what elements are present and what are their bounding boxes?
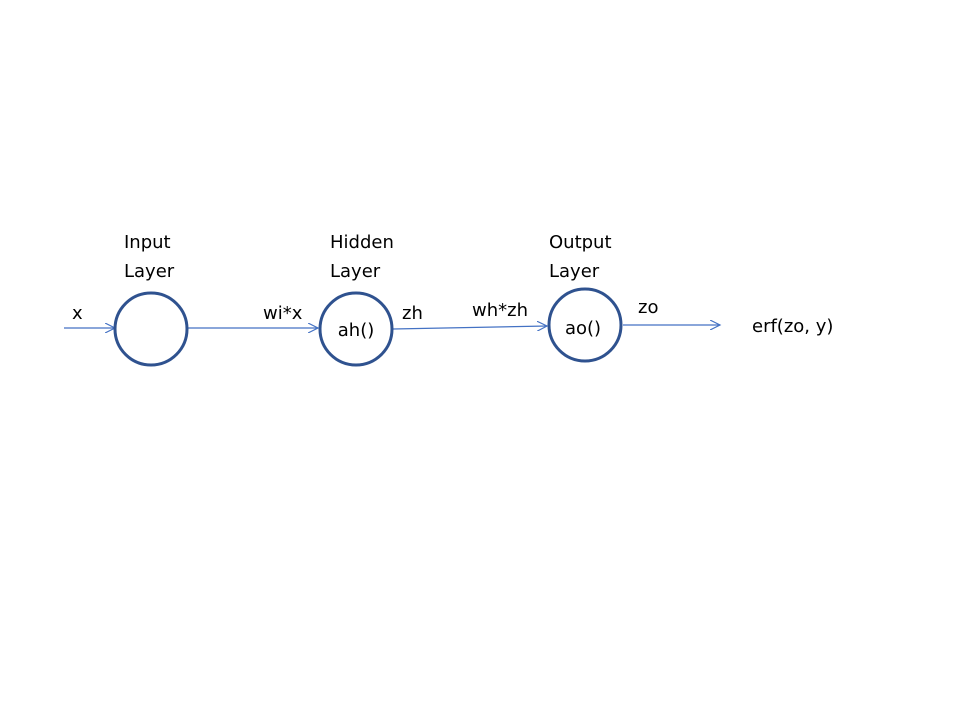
hidden-layer-title-line1: Hidden (330, 232, 394, 253)
output-out-label: zo (638, 297, 659, 318)
input-to-hidden-label: wi*x (263, 303, 303, 324)
input-node (113, 291, 189, 367)
input-layer-title-line1: Input (124, 232, 171, 253)
output-node (547, 287, 623, 363)
input-layer-title-line2: Layer (124, 261, 175, 282)
hidden-layer-title-line2: Layer (330, 261, 381, 282)
hidden-node-label: ah() (337, 320, 375, 341)
error-function-label: erf(zo, y) (752, 316, 834, 337)
output-node-label: ao() (564, 318, 602, 339)
hidden-node (318, 291, 394, 367)
output-layer-title-line2: Layer (549, 261, 600, 282)
hidden-to-output-arrow (392, 326, 547, 329)
output-layer-title-line1: Output (549, 232, 612, 253)
input-edge-label: x (72, 303, 83, 324)
hidden-out-label: zh (402, 303, 423, 324)
hidden-to-output-label: wh*zh (472, 300, 528, 321)
